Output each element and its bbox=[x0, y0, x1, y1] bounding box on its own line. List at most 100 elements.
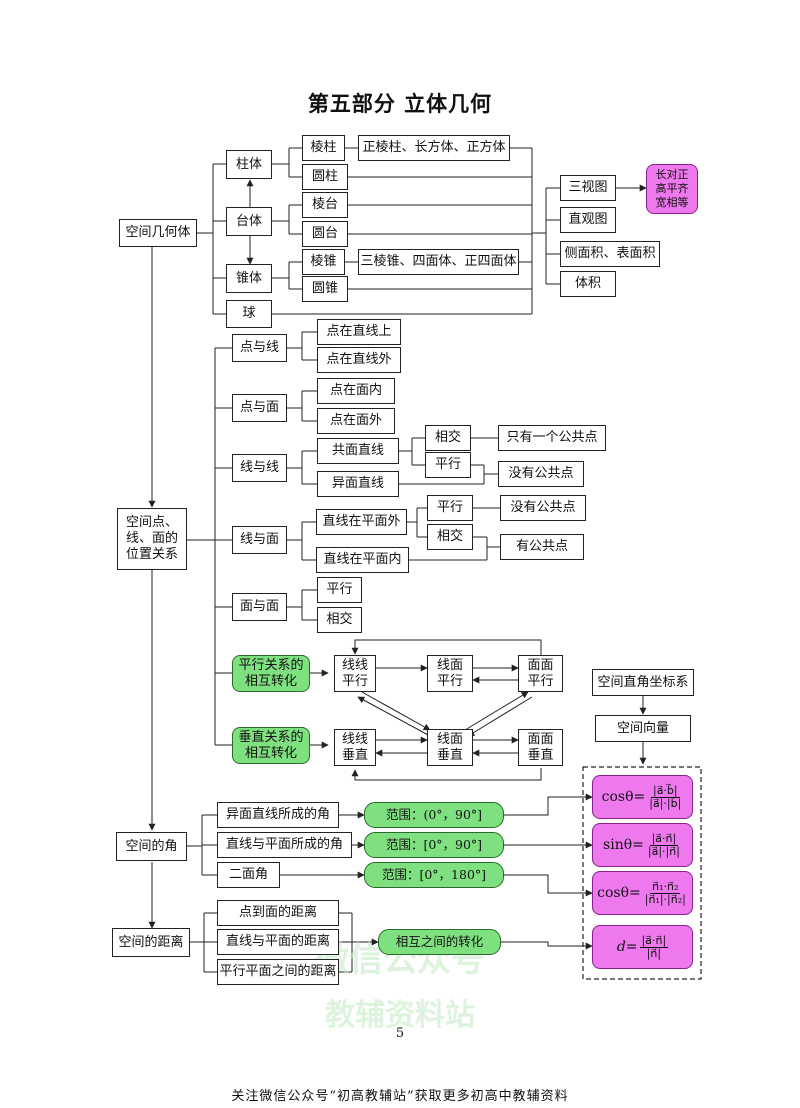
ll-perp-line-1: 线线 bbox=[341, 731, 368, 747]
node-ll-perp: 线线 垂直 bbox=[334, 729, 376, 766]
node-coplanar-lines: 共面直线 bbox=[317, 438, 399, 464]
lp-perp-line-2: 垂直 bbox=[436, 747, 463, 763]
page-title: 第五部分 立体几何 bbox=[307, 92, 493, 116]
node-pyramid-types: 三棱锥、四面体、正四面体 bbox=[358, 249, 519, 275]
node-cylinder: 圆柱 bbox=[302, 164, 348, 190]
node-prism-group: 柱体 bbox=[226, 150, 272, 179]
node-dihedral-range: 范围：[0°，180°] bbox=[364, 862, 504, 888]
node-line-outside-plane: 直线在平面外 bbox=[316, 509, 407, 535]
node-line-plane: 线与面 bbox=[232, 526, 287, 554]
node-mutual-transform: 相互之间的转化 bbox=[378, 929, 501, 955]
node-point-off-plane: 点在面外 bbox=[317, 408, 395, 434]
formula-denominator: |n⃗₁|·|n⃗₂| bbox=[644, 892, 686, 906]
node-skew-range: 范围：(0°，90°] bbox=[364, 802, 504, 828]
formula-numerator: |a⃗·b⃗| bbox=[650, 783, 680, 798]
parallel-transform-line-2: 相互转化 bbox=[244, 673, 297, 689]
node-spatial-relations: 空间点、 线、面的 位置关系 bbox=[117, 508, 187, 570]
node-point-on-line: 点在直线上 bbox=[317, 319, 401, 345]
node-ll-intersect: 相交 bbox=[425, 425, 471, 451]
relations-line-1: 空间点、 bbox=[125, 515, 178, 530]
formula-lhs: cosθ= bbox=[597, 885, 641, 901]
node-dihedral: 二面角 bbox=[217, 862, 280, 888]
relations-line-2: 线、面的 bbox=[125, 531, 178, 546]
node-pp-perp: 面面 垂直 bbox=[518, 729, 563, 766]
node-spatial-distances: 空间的距离 bbox=[112, 928, 190, 957]
node-skew-lines: 异面直线 bbox=[317, 471, 399, 497]
node-line-inside-plane: 直线在平面内 bbox=[316, 547, 409, 573]
node-solid-geometry: 空间几何体 bbox=[119, 219, 197, 247]
node-lp-perp: 线面 垂直 bbox=[427, 729, 473, 766]
node-ll-no-common: 没有公共点 bbox=[498, 461, 584, 487]
node-ll-parallel-rel: 线线 平行 bbox=[334, 655, 376, 692]
node-point-plane: 点与面 bbox=[232, 394, 287, 422]
node-pp-parallel: 平行 bbox=[317, 577, 362, 603]
formula-fraction: |a⃗·b⃗| |a⃗|·|b⃗| bbox=[647, 783, 683, 810]
formula-line-plane-angle: sinθ= |a⃗·n⃗| |a⃗|·|n⃗| bbox=[592, 823, 693, 867]
formula-lhs: sinθ= bbox=[603, 837, 644, 853]
node-coord-system: 空间直角坐标系 bbox=[592, 669, 694, 696]
formula-denominator: |a⃗|·|n⃗| bbox=[647, 844, 680, 858]
node-sphere: 球 bbox=[226, 300, 272, 328]
lp-parallel-line-2: 平行 bbox=[436, 673, 463, 689]
node-line-plane-angle: 直线与平面所成的角 bbox=[217, 832, 352, 858]
node-prism-types: 正棱柱、长方体、正方体 bbox=[358, 135, 510, 161]
formula-denominator: |n⃗| bbox=[646, 946, 662, 960]
node-space-vector: 空间向量 bbox=[595, 715, 691, 742]
node-lp-parallel: 平行 bbox=[427, 495, 473, 521]
node-ll-parallel: 平行 bbox=[425, 452, 471, 478]
node-surface-area: 侧面积、表面积 bbox=[560, 241, 660, 267]
perp-transform-line-2: 相互转化 bbox=[244, 745, 297, 761]
node-one-common-point: 只有一个公共点 bbox=[498, 425, 606, 451]
formula-fraction: |a⃗·n⃗| |n⃗| bbox=[639, 933, 669, 960]
node-spatial-angles: 空间的角 bbox=[116, 832, 187, 861]
node-three-views-rule: 长对正 高平齐 宽相等 bbox=[646, 164, 698, 214]
node-plane-plane: 面与面 bbox=[232, 593, 287, 621]
formula-skew-angle: cosθ= |a⃗·b⃗| |a⃗|·|b⃗| bbox=[592, 775, 693, 819]
pp-perp-line-1: 面面 bbox=[527, 731, 554, 747]
formula-distance: d= |a⃗·n⃗| |n⃗| bbox=[592, 925, 693, 969]
node-cone: 圆锥 bbox=[302, 276, 348, 302]
node-parallel-transform: 平行关系的 相互转化 bbox=[232, 655, 310, 692]
formula-numerator: n⃗₁·n⃗₂ bbox=[650, 879, 681, 894]
ll-parallel-line-2: 平行 bbox=[341, 673, 368, 689]
pp-perp-line-2: 垂直 bbox=[527, 747, 554, 763]
formula-lhs: d= bbox=[616, 939, 638, 955]
ll-parallel-line-1: 线线 bbox=[341, 657, 368, 673]
node-dist-line-plane: 直线与平面的距离 bbox=[217, 929, 339, 955]
formula-fraction: n⃗₁·n⃗₂ |n⃗₁|·|n⃗₂| bbox=[643, 879, 688, 906]
node-cone-frustum: 圆台 bbox=[302, 221, 348, 247]
ll-perp-line-2: 垂直 bbox=[341, 747, 368, 763]
footer-note: 关注微信公众号“初高教辅站”获取更多初高中教辅资料 bbox=[231, 1089, 569, 1104]
relations-line-3: 位置关系 bbox=[125, 547, 178, 562]
pp-parallel-line-1: 面面 bbox=[527, 657, 554, 673]
rule-line-3: 宽相等 bbox=[655, 196, 689, 209]
node-lp-has-common: 有公共点 bbox=[500, 534, 584, 560]
formula-fraction: |a⃗·n⃗| |a⃗|·|n⃗| bbox=[646, 831, 682, 858]
node-skew-angle: 异面直线所成的角 bbox=[217, 802, 339, 828]
pp-parallel-line-2: 平行 bbox=[527, 673, 554, 689]
node-pp-parallel-rel: 面面 平行 bbox=[518, 655, 563, 692]
formula-denominator: |a⃗|·|b⃗| bbox=[649, 796, 682, 810]
formula-dihedral-angle: cosθ= n⃗₁·n⃗₂ |n⃗₁|·|n⃗₂| bbox=[592, 871, 693, 915]
node-lp-no-common: 没有公共点 bbox=[500, 495, 586, 521]
node-point-in-plane: 点在面内 bbox=[317, 378, 395, 404]
perp-transform-line-1: 垂直关系的 bbox=[238, 729, 304, 745]
node-pyramid: 棱锥 bbox=[302, 249, 345, 275]
node-three-views: 三视图 bbox=[560, 175, 616, 201]
node-dist-point-plane: 点到面的距离 bbox=[217, 900, 339, 926]
watermark: 教辅资料站 bbox=[325, 998, 475, 1033]
formula-lhs: cosθ= bbox=[601, 789, 646, 805]
node-point-off-line: 点在直线外 bbox=[317, 347, 401, 373]
lp-perp-line-1: 线面 bbox=[436, 731, 463, 747]
formula-numerator: |a⃗·n⃗| bbox=[649, 831, 679, 846]
node-dist-plane-plane: 平行平面之间的距离 bbox=[217, 959, 339, 985]
node-point-line: 点与线 bbox=[232, 334, 287, 362]
node-lp-intersect: 相交 bbox=[427, 524, 473, 550]
parallel-transform-line-1: 平行关系的 bbox=[238, 657, 304, 673]
node-pp-intersect: 相交 bbox=[317, 607, 362, 633]
formula-numerator: |a⃗·n⃗| bbox=[639, 933, 669, 948]
page-number: 5 bbox=[395, 1026, 405, 1041]
node-intuitive-view: 直观图 bbox=[560, 207, 616, 233]
node-pyramid-group: 锥体 bbox=[226, 264, 272, 293]
